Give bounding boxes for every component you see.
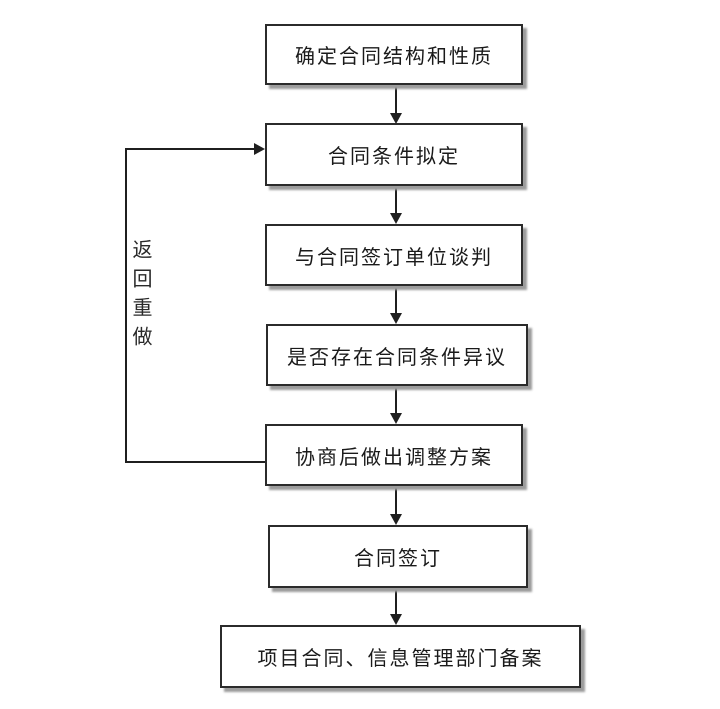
arrow-down-icon [390,413,402,424]
connector-3-4 [395,286,397,314]
arrow-right-icon [254,143,265,155]
node-contract-signing: 合同签订 [268,525,528,588]
node-label: 是否存在合同条件异议 [287,346,507,369]
node-filing-with-departments: 项目合同、信息管理部门备案 [220,625,581,688]
arrow-down-icon [390,313,402,324]
arrow-down-icon [390,113,402,124]
node-label: 协商后做出调整方案 [295,446,493,469]
arrow-down-icon [390,213,402,224]
arrow-down-icon [390,514,402,525]
connector-4-5 [395,386,397,414]
connector-6-7 [395,588,397,615]
connector-5-6 [395,486,397,515]
arrow-down-icon [390,614,402,625]
loopback-vertical-line [125,148,127,463]
node-check-term-objections: 是否存在合同条件异议 [266,324,528,386]
connector-2-3 [395,186,397,214]
node-negotiate-with-signing-party: 与合同签订单位谈判 [265,224,523,286]
loopback-top-line [125,148,255,150]
loopback-bottom-line [125,461,265,463]
node-draft-contract-terms: 合同条件拟定 [265,123,523,186]
node-label: 项目合同、信息管理部门备案 [257,648,544,670]
node-label: 与合同签订单位谈判 [295,246,493,269]
node-label: 合同签订 [354,548,442,570]
node-label: 合同条件拟定 [328,146,460,168]
connector-1-2 [395,85,397,114]
node-label: 确定合同结构和性质 [295,46,493,68]
node-adjustment-plan: 协商后做出调整方案 [265,424,523,486]
node-determine-contract-structure: 确定合同结构和性质 [265,24,523,85]
loopback-label: 返回重做 [129,237,151,357]
